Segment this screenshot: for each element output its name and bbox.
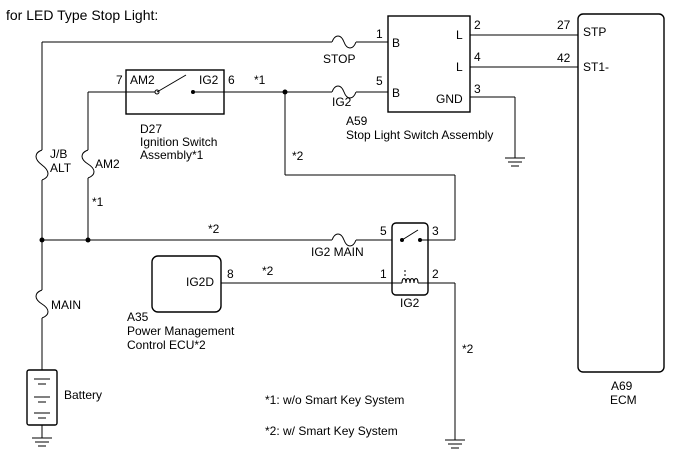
ecm: STP ST1- 27 42 A69 ECM <box>557 13 665 407</box>
svg-text:*1: w/o Smart Key System: *1: w/o Smart Key System <box>265 393 404 407</box>
svg-text:1: 1 <box>380 267 387 281</box>
junctions <box>39 89 288 243</box>
fuse-alt: J/B ALT <box>35 147 72 181</box>
svg-text:1: 1 <box>376 27 383 41</box>
svg-text:IG2: IG2 <box>332 95 352 109</box>
svg-text:2: 2 <box>432 267 439 281</box>
svg-text:MAIN: MAIN <box>51 298 81 312</box>
svg-text:IG2D: IG2D <box>186 275 214 289</box>
svg-text:6: 6 <box>228 73 235 87</box>
svg-text:IG2: IG2 <box>199 73 219 87</box>
svg-text:A69: A69 <box>611 379 633 393</box>
svg-text:D27: D27 <box>140 122 162 136</box>
svg-text:B: B <box>392 86 400 100</box>
svg-text:5: 5 <box>376 74 383 88</box>
svg-text:*2: *2 <box>262 264 274 278</box>
svg-text:2: 2 <box>474 18 481 32</box>
wires <box>41 34 578 440</box>
svg-text:*2: *2 <box>292 149 304 163</box>
fuse-am2: AM2 <box>81 149 120 179</box>
power-management-ecu: IG2D 8 A35 Power Management Control ECU*… <box>127 255 235 352</box>
ground-battery <box>32 437 52 447</box>
wire-notes: *1 *1 *2 *2 *2 *2 <box>92 73 474 356</box>
svg-text:STP: STP <box>583 25 606 39</box>
svg-text:5: 5 <box>380 224 387 238</box>
svg-text:*2: w/ Smart Key System: *2: w/ Smart Key System <box>265 424 398 438</box>
svg-text:AM2: AM2 <box>95 157 120 171</box>
svg-text:B: B <box>392 36 400 50</box>
svg-text:7: 7 <box>116 73 123 87</box>
ignition-switch: AM2 IG2 7 6 D27 Ignition Switch Assembly… <box>116 69 235 162</box>
fuse-stop: STOP <box>323 35 357 66</box>
svg-text:4: 4 <box>474 50 481 64</box>
diagram-title: for LED Type Stop Light: <box>6 7 158 23</box>
svg-text:L: L <box>456 28 463 42</box>
svg-text:Battery: Battery <box>64 388 102 402</box>
svg-text:IG2 MAIN: IG2 MAIN <box>311 245 364 259</box>
svg-text:Power Management: Power Management <box>127 324 235 338</box>
svg-text:Stop Light Switch Assembly: Stop Light Switch Assembly <box>346 128 493 142</box>
svg-text:ECM: ECM <box>610 393 637 407</box>
svg-text:*1: *1 <box>92 195 104 209</box>
fuse-main: MAIN <box>35 289 81 319</box>
svg-text:3: 3 <box>432 224 439 238</box>
svg-text:A59: A59 <box>346 114 368 128</box>
svg-text:Ignition Switch: Ignition Switch <box>140 135 217 149</box>
svg-text:J/B: J/B <box>50 147 67 161</box>
svg-text:27: 27 <box>557 18 571 32</box>
svg-text:L: L <box>456 60 463 74</box>
ground-stop-light-switch <box>505 157 525 167</box>
svg-text:*2: *2 <box>208 222 220 236</box>
svg-text:AM2: AM2 <box>130 73 155 87</box>
stop-light-switch: 1 5 2 4 3 B B L L GND A59 Stop Light Swi… <box>346 15 493 142</box>
svg-text:3: 3 <box>474 82 481 96</box>
ground-relay <box>445 439 465 449</box>
svg-text:GND: GND <box>436 92 463 106</box>
legend: *1: w/o Smart Key System *2: w/ Smart Ke… <box>265 393 404 438</box>
svg-text:*2: *2 <box>462 342 474 356</box>
svg-text:ST1-: ST1- <box>583 60 609 74</box>
svg-text:42: 42 <box>557 51 571 65</box>
battery: Battery <box>26 369 102 426</box>
fuse-ig2-main: IG2 MAIN <box>311 233 364 259</box>
svg-text:Control ECU*2: Control ECU*2 <box>127 338 206 352</box>
svg-text:*1: *1 <box>254 73 266 87</box>
svg-text:Assembly*1: Assembly*1 <box>140 148 204 162</box>
ig2-relay: 5 3 1 2 IG2 <box>380 222 440 310</box>
svg-text:ALT: ALT <box>50 161 72 175</box>
fuse-ig2: IG2 <box>331 85 357 109</box>
svg-text:IG2: IG2 <box>400 296 420 310</box>
svg-text:8: 8 <box>227 267 234 281</box>
svg-text:STOP: STOP <box>323 52 355 66</box>
svg-text:A35: A35 <box>127 310 149 324</box>
